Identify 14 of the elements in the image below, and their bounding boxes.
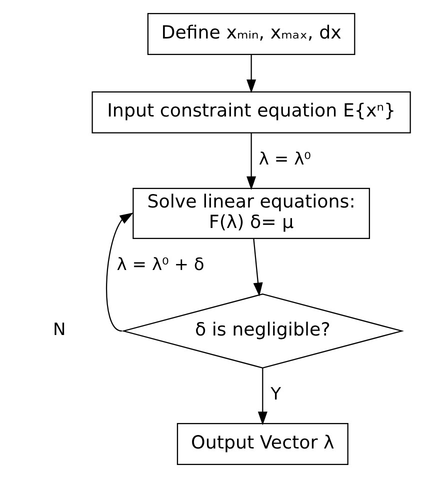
edge-label: Y — [270, 384, 281, 404]
edge-label: λ = λ⁰ — [258, 149, 310, 170]
arrow — [252, 238, 262, 296]
node-box: Input constraint equation E{xⁿ} — [91, 90, 410, 133]
arrow — [106, 212, 134, 332]
node-diamond: δ is negligible? — [120, 293, 404, 368]
node-box: Solve linear equations: F(λ) δ= μ — [132, 187, 370, 238]
arrow — [246, 54, 256, 93]
arrow — [257, 368, 267, 425]
edge-label: λ = λ⁰ + δ — [116, 254, 204, 275]
node-box: Output Vector λ — [176, 422, 348, 465]
node-box: Define xₘᵢₙ, xₘₐₓ, dx — [146, 12, 355, 54]
arrow — [246, 132, 256, 190]
label: N — [52, 319, 66, 340]
